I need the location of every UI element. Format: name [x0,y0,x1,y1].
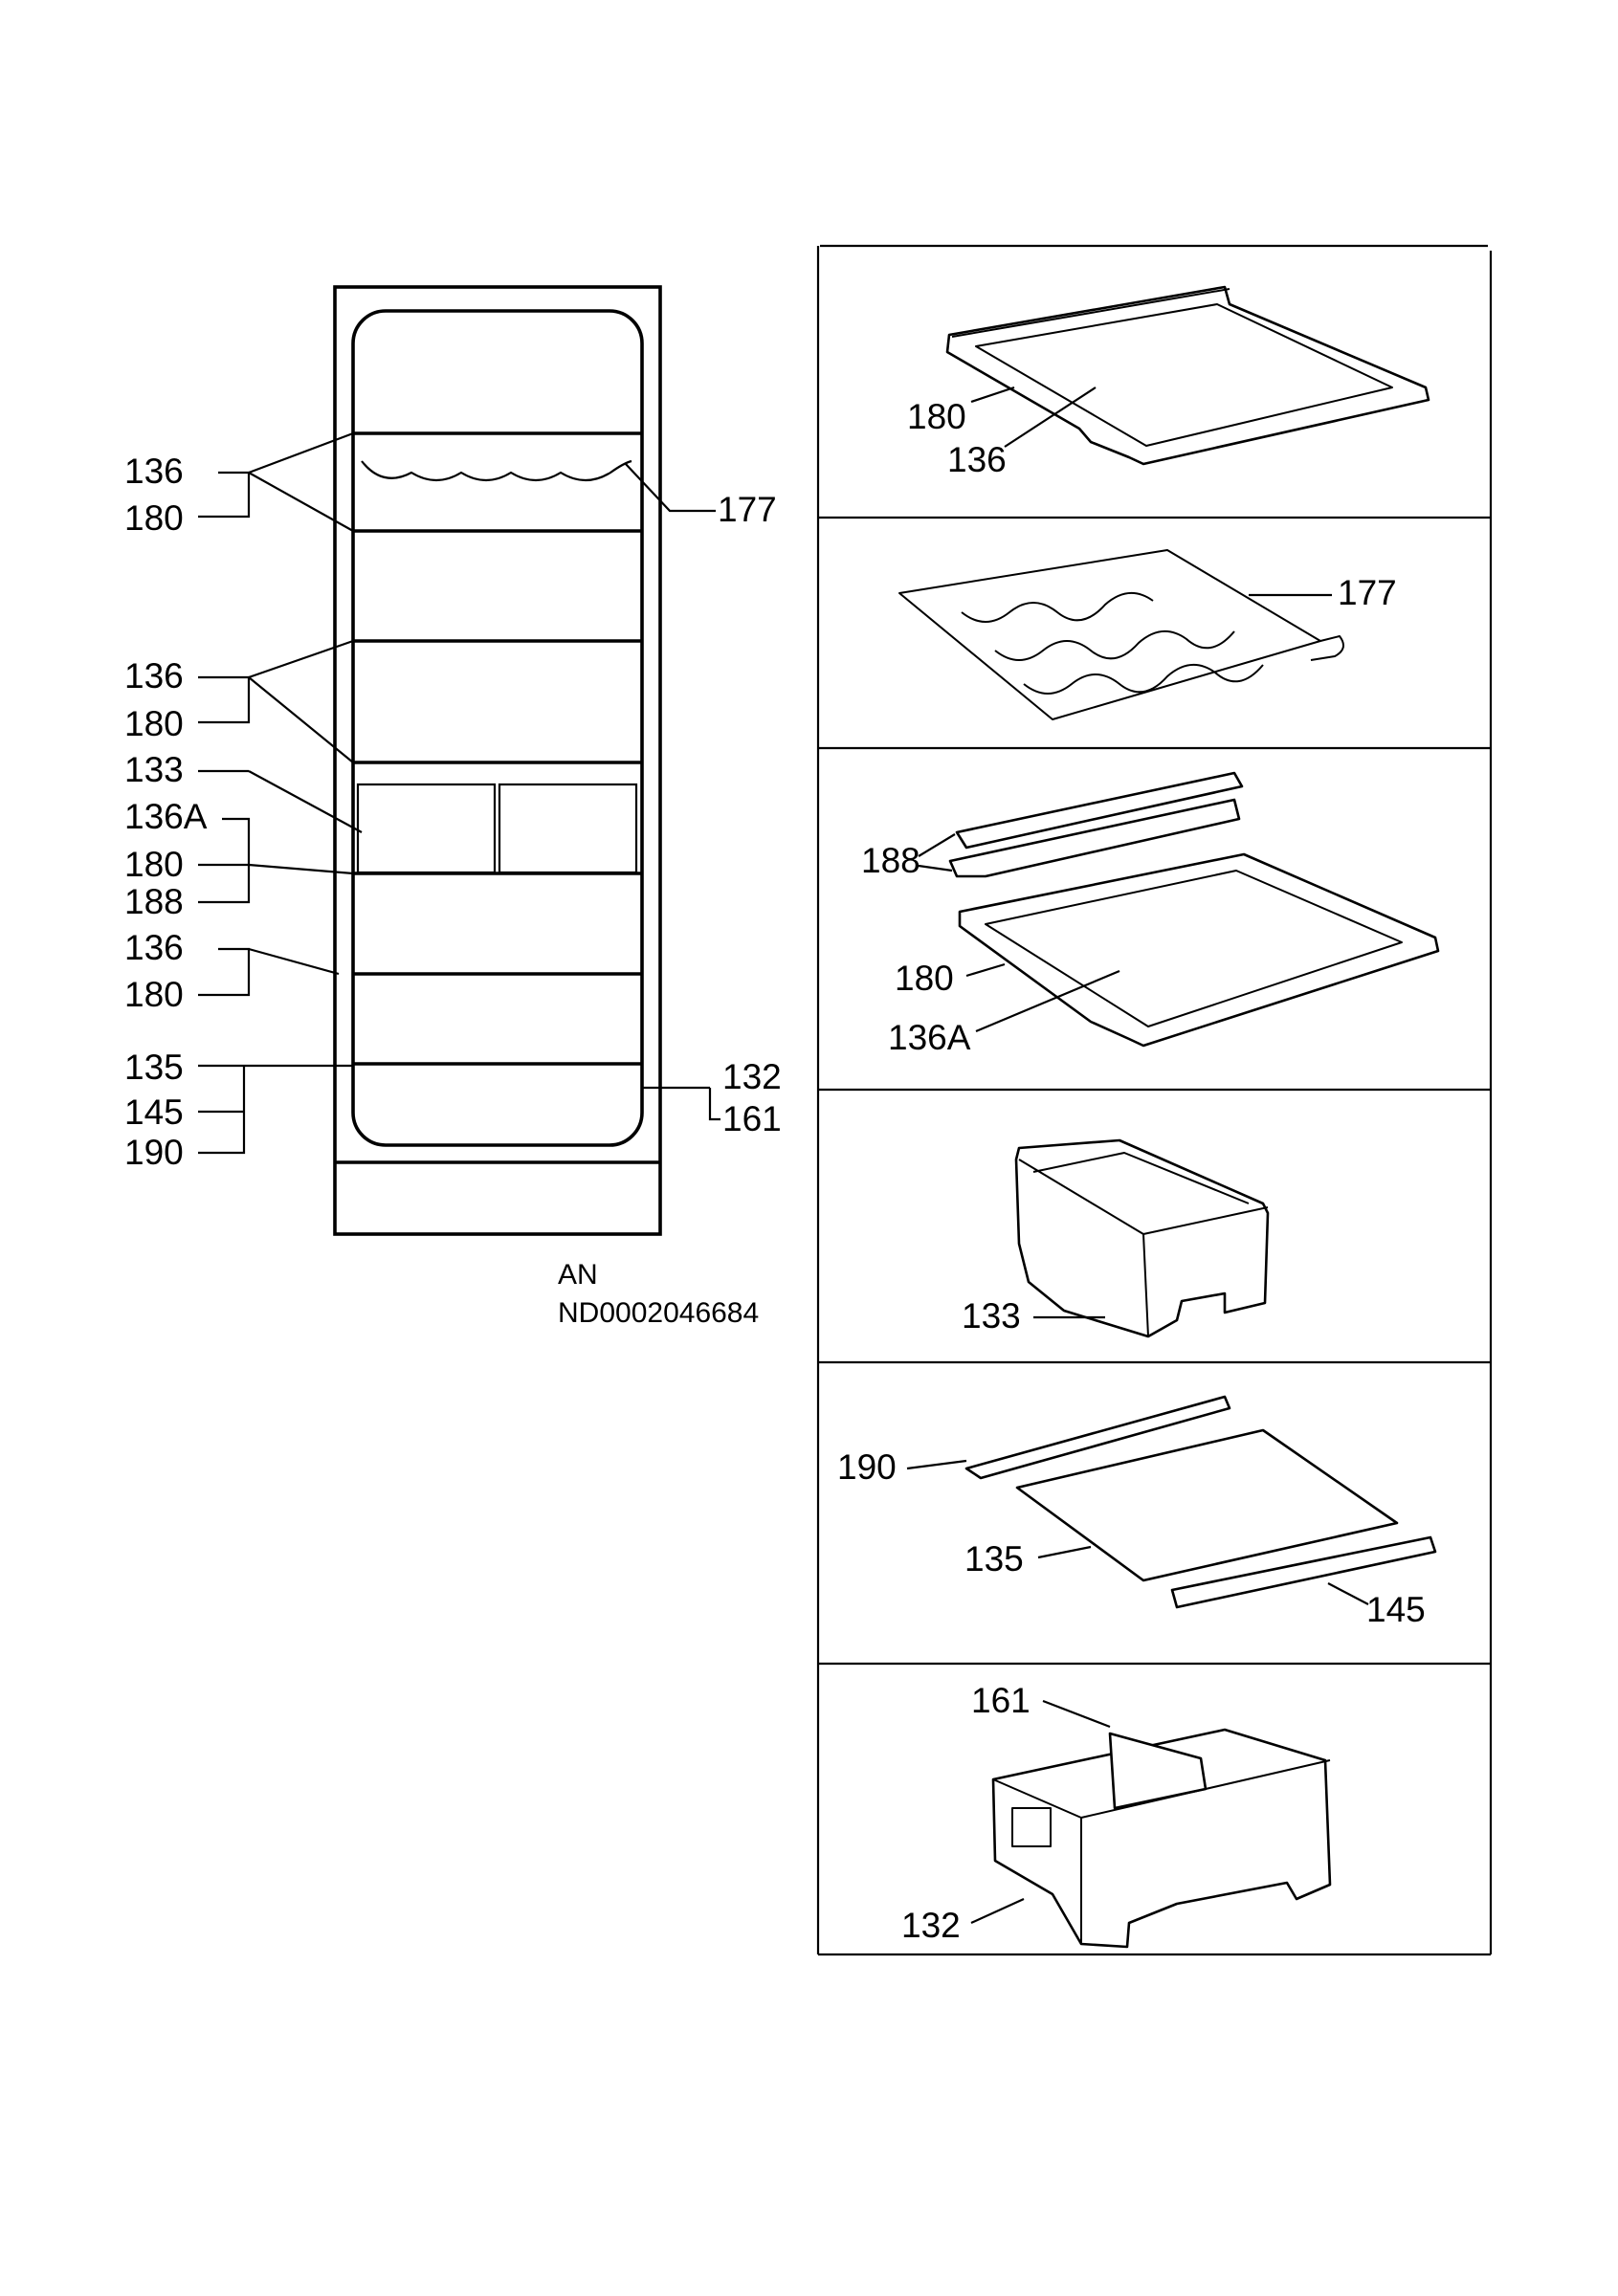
leader-line [248,472,354,532]
shelf-rear-rail [951,288,1230,338]
callout-label: 145 [124,1093,184,1132]
panel-crisper-cover: 190 135 145 [837,1395,1437,1629]
wine-rack-wave [361,459,632,482]
bracket-line [198,471,251,519]
crisper-corner [1142,1233,1149,1337]
shelf-frame-outer [958,852,1440,1048]
callout-label: 136 [947,440,1007,479]
leader-line [1004,386,1097,448]
crisper-inner-rim [1032,1152,1250,1204]
panel-frame [816,244,1493,1956]
bracket-line [198,1066,246,1155]
leader-line [1037,1545,1092,1559]
callout-label: 180 [124,498,184,538]
leader-line [1327,1582,1369,1605]
callout-label: 136 [124,452,184,491]
callout-label: 180 [124,845,184,884]
callout-label: 177 [718,490,777,529]
leader-line [906,1459,967,1470]
callout-label: 145 [1366,1590,1426,1629]
leader-line [970,386,1015,404]
trim-190 [964,1395,1231,1480]
callout-label: 133 [124,750,184,789]
leader-line [918,864,953,872]
wine-rack-wire [1023,664,1264,695]
callout-label: 161 [971,1681,1031,1720]
panel-freezer-drawer: 161 132 [901,1681,1332,1949]
callout-label: 188 [124,882,184,921]
leader-line [918,833,956,857]
crisper-box-right [498,783,638,874]
fridge-cabinet [333,285,662,1236]
wine-rack-wire [994,630,1235,661]
cabinet-inner-liner [351,309,644,1147]
leader-line [248,947,340,976]
callout-label: 132 [901,1906,961,1945]
leader-line [248,676,354,763]
callout-label: 190 [124,1133,184,1172]
leader-line [248,863,354,875]
shelf-glass [975,303,1393,447]
callout-label: 180 [124,975,184,1014]
leader-line [1042,1699,1111,1729]
callout-label: 136 [124,656,184,695]
trim-rail-188 [948,798,1241,878]
crisper-box-left [356,783,497,874]
callout-label: 132 [722,1057,782,1096]
callout-label: 136A [888,1018,971,1057]
crisper-body [1014,1138,1270,1338]
callout-label: 136A [124,797,208,836]
callout-label: 177 [1338,573,1397,612]
callout-label: 136 [124,928,184,967]
wine-rack-hook [1310,635,1344,661]
callout-label: 190 [837,1447,897,1487]
callout-label: 180 [124,704,184,743]
leader-line [970,1897,1025,1925]
callout-label: 188 [861,841,920,880]
bracket-line [198,817,251,904]
callout-label: 133 [962,1296,1021,1336]
bracket-line [708,1088,720,1121]
panel-glass-shelf-with-trim: 188 180 136A [861,771,1440,1057]
callout-label: 180 [907,397,966,436]
panel-glass-shelf: 180 136 [907,285,1430,479]
bracket-line [198,675,251,724]
fridge-callouts: 136 180 177 136 180 133 136A 180 188 136… [124,431,782,1172]
callout-label: 161 [722,1099,782,1138]
wine-rack-frame [898,549,1321,720]
drawer-body [991,1728,1332,1949]
cabinet-outline [333,285,662,1236]
doc-code-line1: AN [558,1259,598,1291]
divider-161 [1108,1732,1208,1810]
trim-strip-188 [955,771,1244,850]
panel-crisper-drawer: 133 [962,1138,1270,1338]
glass-plate-135 [1015,1428,1399,1582]
callout-label: 135 [124,1048,184,1087]
leader-line [248,639,354,679]
panel-wine-rack: 177 [898,549,1397,720]
callout-label: 180 [895,959,954,998]
callout-label: 135 [964,1539,1024,1578]
leader-line [965,962,1006,978]
leader-line [248,770,363,833]
leader-line [624,462,716,513]
wine-rack-wire [961,592,1154,623]
doc-code-line2: ND0002046684 [558,1297,759,1329]
drawer-handle-slot [1011,1807,1052,1847]
leader-line [248,431,354,475]
bracket-line [198,947,251,997]
shelf-glass [985,870,1403,1027]
leader-line [975,969,1120,1033]
trim-145 [1170,1535,1437,1609]
